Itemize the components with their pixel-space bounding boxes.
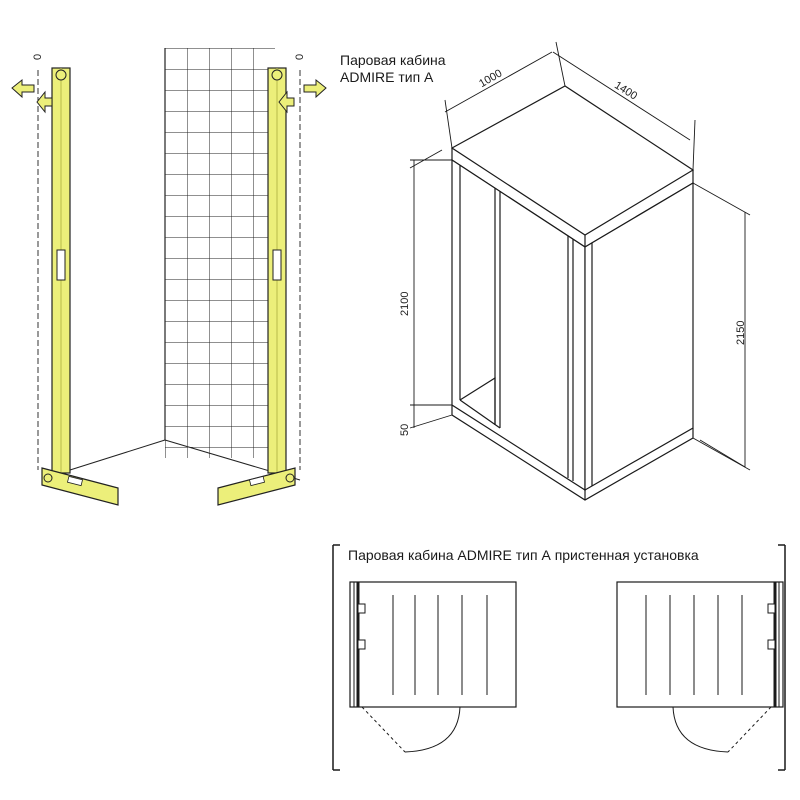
spirit-level-right [217,67,301,506]
cabin-title: Паровая кабина ADMIRE тип А [340,52,446,86]
spirit-level-left [37,67,119,506]
dimension-lines [409,41,751,471]
tilt-arrow-left-icon [11,78,53,114]
dim-base: 50 [399,424,411,436]
dim-height-total: 2150 [735,321,747,345]
cabin-title-line1: Паровая кабина [340,52,446,68]
installation-frame [332,544,786,771]
level-mark-left: 0 [32,54,44,60]
tilt-arrow-right-icon [278,78,327,114]
plan-left [349,581,517,753]
dim-height-cabin: 2100 [399,292,411,316]
cabin-title-line2: ADMIRE тип А [340,69,434,85]
cabin-isometric [450,85,695,501]
level-mark-right: 0 [294,54,306,60]
installation-title: Паровая кабина ADMIRE тип А пристенная у… [348,547,699,563]
plan-right [616,581,784,753]
tiled-wall [164,48,275,458]
